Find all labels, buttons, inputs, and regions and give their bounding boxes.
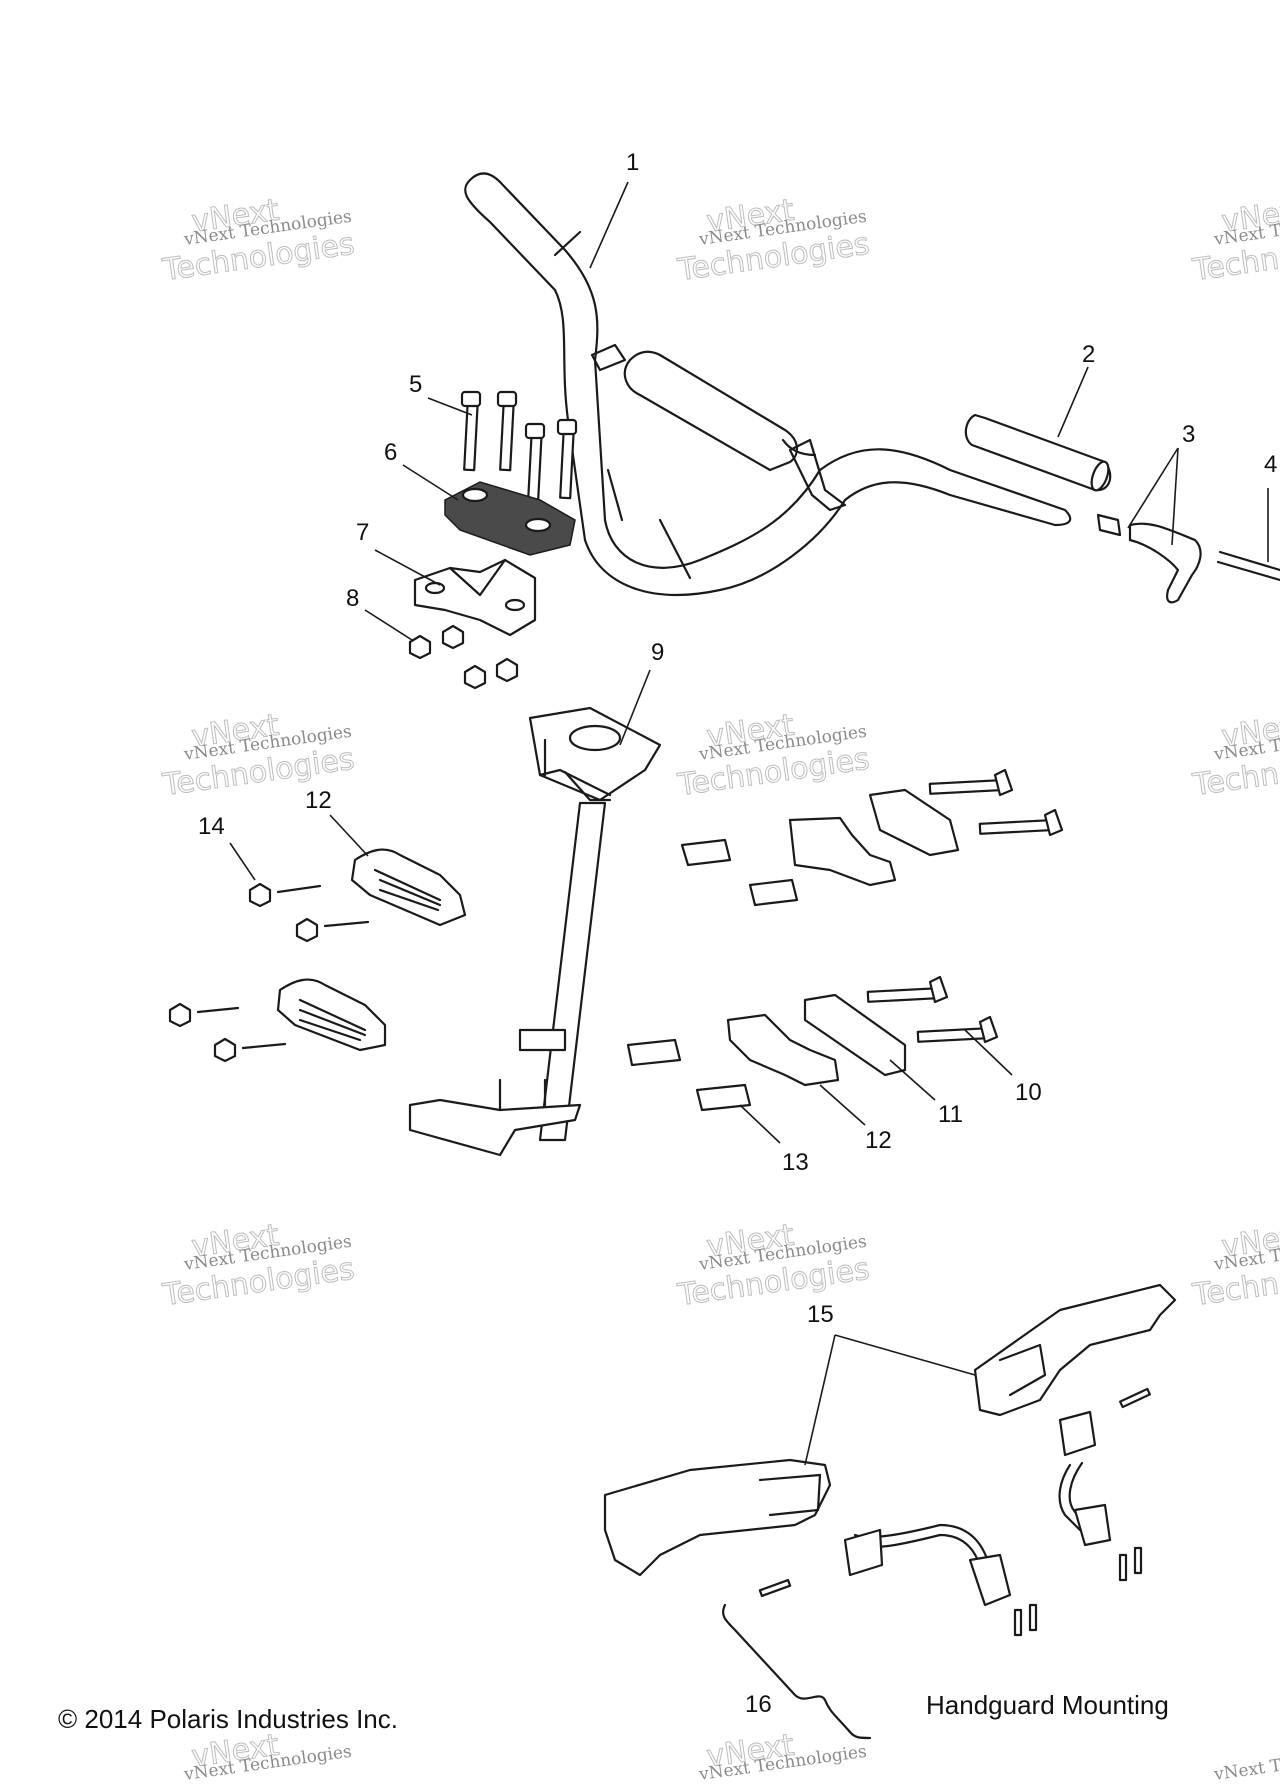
copyright: © 2014 Polaris Industries Inc.	[58, 1704, 398, 1734]
callouts: 1 2 3 4 5 6 7 8 9 10 11 12 12 13 14 15 1…	[198, 149, 1277, 1718]
handguard-brackets	[758, 1387, 1151, 1637]
callout-6: 6	[384, 439, 397, 466]
group-brace	[721, 1603, 872, 1740]
callout-14: 14	[198, 813, 225, 840]
handguard-right	[973, 1283, 1177, 1417]
callout-9: 9	[651, 639, 664, 666]
upper-clamp	[444, 481, 576, 556]
callout-10: 10	[1015, 1079, 1042, 1106]
callout-11: 11	[938, 1101, 963, 1128]
left-clamps	[168, 848, 467, 1063]
watermark: vNext vNext Technologies Technologies	[674, 192, 872, 288]
watermark: vNext vNext Technologies Technologies	[159, 192, 357, 288]
steering-post	[408, 706, 662, 1157]
callout-4: 4	[1264, 451, 1277, 478]
handlebar	[464, 172, 1072, 597]
leader-lines	[229, 181, 1269, 1466]
lower-clamp	[413, 558, 537, 637]
callout-2: 2	[1082, 341, 1095, 368]
clamp-nuts	[408, 624, 519, 690]
watermark: vNext Technologies	[1212, 1742, 1280, 1785]
section-caption: Handguard Mounting	[926, 1690, 1169, 1720]
watermark: vNext vNext Technologies	[697, 1727, 868, 1785]
watermark: vNext vNext Technologies Technologies	[159, 1217, 357, 1313]
watermark: vNext vNext Technologies Technologies	[1189, 192, 1280, 288]
upper-mount-assembly	[680, 768, 1064, 907]
callout-3: 3	[1182, 421, 1195, 448]
callout-13: 13	[782, 1149, 809, 1176]
throttle-cable	[1216, 550, 1280, 582]
callout-16: 16	[745, 1691, 772, 1718]
grip	[964, 413, 1112, 492]
callout-7: 7	[356, 519, 369, 546]
clamp-bolts	[460, 390, 578, 502]
callout-1: 1	[626, 149, 639, 176]
watermarks: vNext vNext Technologies Technologies vN…	[159, 192, 1280, 1785]
watermark-text: vNext Technologies	[1212, 1742, 1280, 1785]
watermark: vNext vNext Technologies Technologies	[674, 707, 872, 803]
callout-12-left: 12	[305, 787, 332, 814]
watermark: vNext vNext Technologies Technologies	[1189, 707, 1280, 803]
callout-8: 8	[346, 585, 359, 612]
callout-5: 5	[409, 371, 422, 398]
lower-mount-assembly	[626, 975, 999, 1112]
handguard-left	[603, 1458, 832, 1577]
callout-15: 15	[807, 1301, 834, 1328]
throttle-lever	[1096, 513, 1202, 604]
callout-12-right: 12	[865, 1127, 892, 1154]
watermark: vNext vNext Technologies Technologies	[1189, 1217, 1280, 1313]
watermark: vNext vNext Technologies Technologies	[674, 1217, 872, 1313]
